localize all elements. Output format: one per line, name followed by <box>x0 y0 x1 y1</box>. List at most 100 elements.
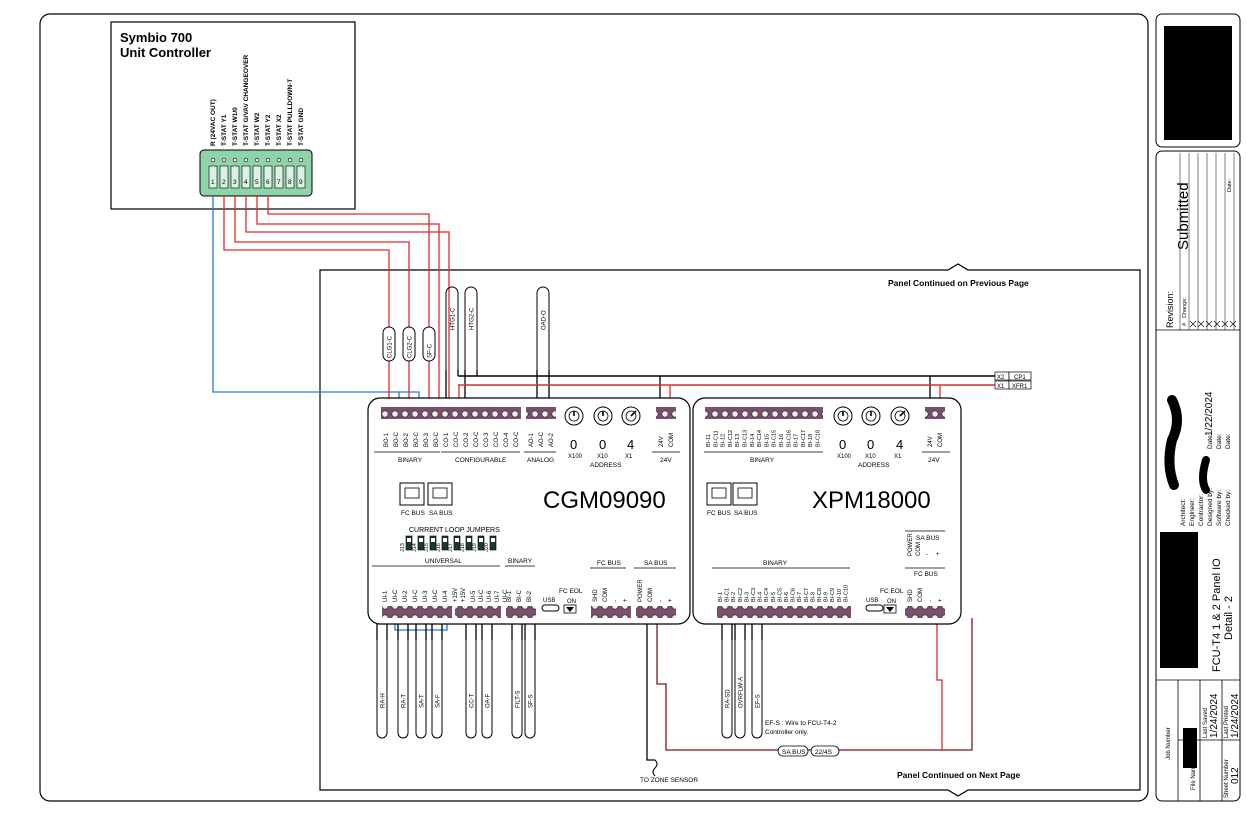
uc-terminal-number: 5 <box>255 179 259 186</box>
drop-label-bottom: OA-F <box>486 693 492 708</box>
xpm-fc-eol-switch[interactable] <box>883 604 897 614</box>
xpm-module <box>692 397 962 625</box>
cgm-24v-terminals <box>656 407 676 419</box>
cgm-ui-label: UI-C <box>479 589 485 602</box>
jumper-j16[interactable] <box>441 535 449 551</box>
tb-sheet-value: 012 <box>1230 767 1241 784</box>
tb-software-by: Software by: <box>1216 490 1223 526</box>
xpm-fc-bus-term-label: COM <box>918 588 924 602</box>
uc-terminal <box>208 165 218 189</box>
drop-pill <box>402 326 416 362</box>
cgm-ui-label: +15V <box>453 588 459 602</box>
drop-label-top: CLG1-C <box>388 335 394 358</box>
xfr1-tag-label: XFR1 <box>1012 384 1028 390</box>
cgm-power-label: 24V <box>659 436 665 447</box>
jumper-j18[interactable] <box>465 535 473 551</box>
xpm-address-label: ADDRESS <box>858 462 890 469</box>
tb-last-printed-value: 1/24/2024 <box>1230 693 1241 738</box>
cable-tag: 22/4S <box>810 745 840 757</box>
jumper-j13[interactable] <box>405 535 413 551</box>
drop-label-top: OAD-O <box>542 310 548 330</box>
xpm-bi-top-label: BI-15 <box>764 434 770 447</box>
tb-architect: Architect: <box>1180 499 1187 526</box>
xpm-usb-port[interactable] <box>865 604 884 612</box>
cgm-sa-bus-port-label: SA BUS <box>429 510 453 517</box>
uc-terminal <box>274 165 284 189</box>
cgm-bi-terminals <box>506 606 536 618</box>
title-block: Revision:Submitted#Change:Date:Architect… <box>1156 153 1241 801</box>
xpm-bi-bottom-label: BI-4 <box>758 592 764 602</box>
drop-label-bottom: EF-S <box>756 694 762 708</box>
tb-last-saved: Last Saved <box>1203 708 1209 738</box>
zone-sensor-lead <box>652 759 658 777</box>
cgm-ui-label: UI-C <box>433 589 439 602</box>
uc-terminal <box>252 165 262 189</box>
xpm-sa-bus-port[interactable] <box>732 482 758 506</box>
xpm-bi-top-label: BI-11 <box>706 434 712 447</box>
uc-terminal-label: T-STAT Y1 <box>221 114 228 146</box>
jumper-j17[interactable] <box>453 535 461 551</box>
cgm-address-multiplier: X1 <box>625 454 633 460</box>
xpm-power-label: 24V <box>928 436 934 447</box>
xpm-bi-bottom-label: BI-2 <box>731 592 737 602</box>
uc-terminal-number: 1 <box>211 179 215 186</box>
cgm-ao-label: AO-C <box>539 431 545 447</box>
tb-job-number: Job Number <box>1166 727 1172 760</box>
jumper-pin <box>407 538 411 542</box>
cgm-ao-terminals <box>526 407 556 419</box>
xpm-bi-bottom-label: BI-C1 <box>725 588 731 602</box>
xpm-fc-bus-port[interactable] <box>706 482 732 506</box>
unit-controller-subtitle: Unit Controller <box>120 45 211 60</box>
cgm-on-label: ON <box>567 599 576 605</box>
uc-terminal-screw <box>210 157 216 163</box>
jumper-label: J15 <box>424 543 430 552</box>
jumper-j20[interactable] <box>489 535 497 551</box>
uc-terminal-screw <box>276 157 282 163</box>
cgm-ui-label: UI-4 <box>443 590 449 602</box>
cgm-fc-bus-port[interactable] <box>399 482 425 506</box>
ef-note-line1: EF-S : Wire to FCU-T4-2 <box>765 720 837 727</box>
cgm-ui-label: BI-1 <box>507 590 513 602</box>
xpm-bi-bottom-label: BI-C4 <box>764 588 770 602</box>
xpm-bi-top-label: BI-C14 <box>757 430 763 447</box>
jumper-label: J17 <box>448 543 454 552</box>
xpm-bi-bottom-label: BI-6 <box>784 592 790 602</box>
xpm-address-multiplier: X10 <box>865 454 876 460</box>
drop-lead-bottom <box>524 640 536 739</box>
uc-terminal-label: R (24VAC OUT) <box>210 99 217 146</box>
jumper-j15[interactable] <box>429 535 437 551</box>
xpm-fc-bus-term-label: - <box>928 600 934 602</box>
panel-continued-previous: Panel Continued on Previous Page <box>888 278 1029 288</box>
xpm-bi-top-label: BI-C15 <box>772 430 778 447</box>
jumper-pin <box>419 538 423 542</box>
x1-tag-label: X1 <box>997 384 1005 390</box>
xpm-bi-top-label: BI-17 <box>794 434 800 447</box>
cgm-ao-label: AO-2 <box>549 432 555 447</box>
cgm-co-label: CO-C <box>494 431 500 447</box>
cgm-address-pointer <box>630 410 637 417</box>
cgm-fc-eol-switch[interactable] <box>563 604 577 614</box>
xpm-bi-bottom-label: BI-8 <box>810 592 816 602</box>
uc-terminal-screw <box>221 157 227 163</box>
cgm-binary-label: BINARY <box>398 457 423 464</box>
xpm-sa-bus-term-label: COM <box>916 542 922 556</box>
drop-lead-bottom <box>465 640 477 739</box>
drop-lead-bottom <box>431 640 443 739</box>
jumper-label: J13 <box>400 543 406 552</box>
cgm-usb-port[interactable] <box>541 604 560 612</box>
jumper-j14[interactable] <box>417 535 425 551</box>
cgm-co-label: CO-C <box>514 431 520 447</box>
cgm-sa-bus-port[interactable] <box>427 482 453 506</box>
cgm-address-label: ADDRESS <box>590 462 622 469</box>
tb-rev-x <box>1205 320 1213 328</box>
jumper-j19[interactable] <box>477 535 485 551</box>
cgm-co-label: CO-C <box>454 431 460 447</box>
tb-file-name: File Name <box>1191 762 1197 790</box>
svg-text:22/4S: 22/4S <box>815 749 833 756</box>
drop-label-top: HTG2-C <box>470 307 476 330</box>
